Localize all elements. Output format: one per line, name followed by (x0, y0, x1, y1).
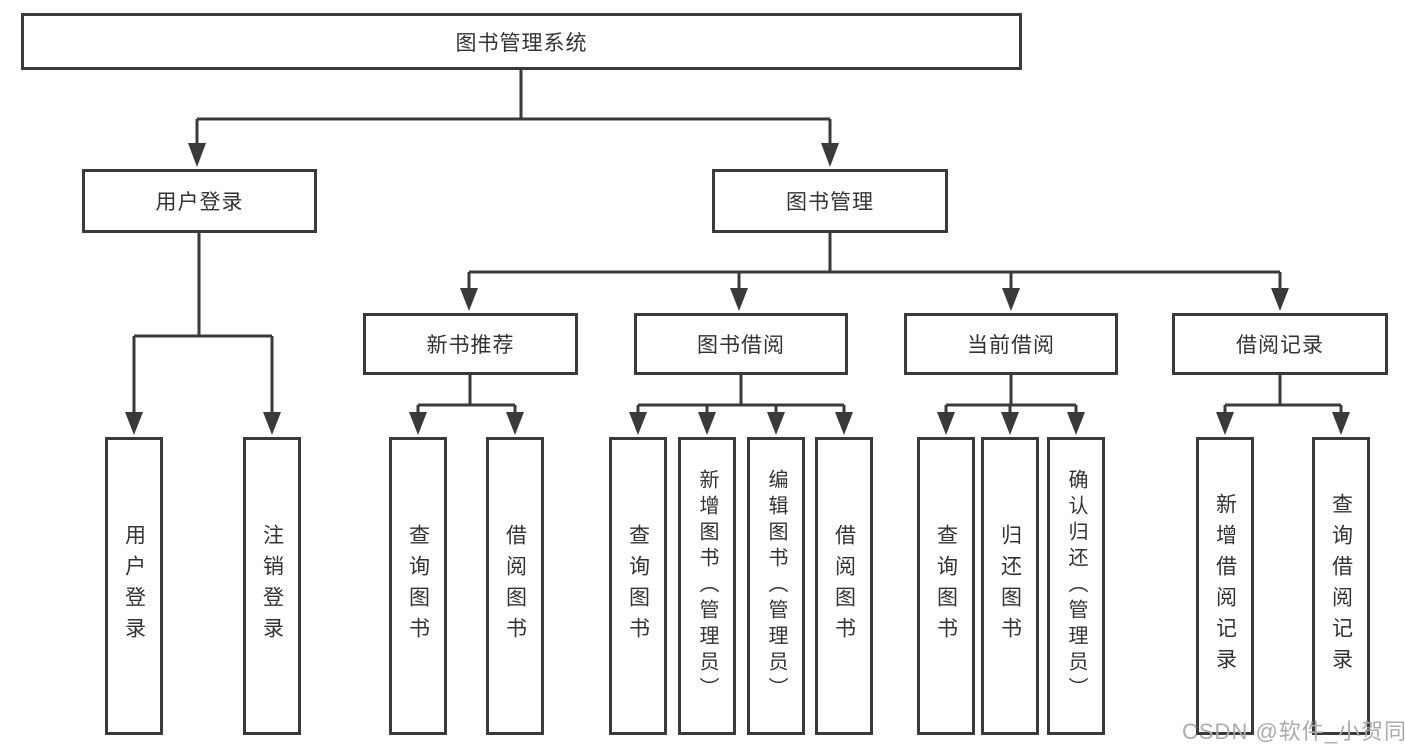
leaf-label: 确认归还（管理员） (1065, 469, 1087, 703)
leaf-user-login: 用户登录 (105, 437, 163, 735)
leaf-query-books-current: 查询图书 (917, 437, 975, 735)
node-book-management: 图书管理 (712, 169, 948, 233)
leaf-label: 查询借阅记录 (1329, 493, 1353, 679)
leaf-label: 新增借阅记录 (1213, 493, 1237, 679)
node-current-borrow: 当前借阅 (904, 313, 1118, 375)
leaf-label: 新增图书（管理员） (696, 469, 718, 703)
leaf-query-books-borrow: 查询图书 (609, 437, 667, 735)
node-book-borrow: 图书借阅 (634, 313, 848, 375)
leaf-label: 注销登录 (260, 524, 284, 648)
node-user-login: 用户登录 (82, 169, 317, 233)
leaf-query-books-recommend: 查询图书 (389, 437, 447, 735)
leaf-logout: 注销登录 (243, 437, 301, 735)
node-borrow-records: 借阅记录 (1172, 313, 1388, 375)
leaf-label: 归还图书 (998, 524, 1022, 648)
leaf-edit-book-admin: 编辑图书（管理员） (747, 437, 805, 735)
node-new-book-recommend: 新书推荐 (363, 313, 578, 375)
csdn-watermark: CSDN @软件_小贺同学 (1182, 719, 1405, 744)
leaf-label: 查询图书 (406, 524, 430, 648)
leaf-return-books: 归还图书 (981, 437, 1039, 735)
leaf-borrow-books-borrow: 借阅图书 (815, 437, 873, 735)
leaf-label: 借阅图书 (832, 524, 856, 648)
leaf-add-borrow-record: 新增借阅记录 (1196, 437, 1254, 735)
leaf-borrow-books-recommend: 借阅图书 (486, 437, 544, 735)
leaf-label: 编辑图书（管理员） (765, 469, 787, 703)
leaf-label: 查询图书 (626, 524, 650, 648)
leaf-label: 用户登录 (122, 524, 146, 648)
leaf-query-borrow-record: 查询借阅记录 (1312, 437, 1370, 735)
leaf-add-book-admin: 新增图书（管理员） (678, 437, 736, 735)
leaf-label: 借阅图书 (503, 524, 527, 648)
leaf-confirm-return-admin: 确认归还（管理员） (1047, 437, 1105, 735)
node-library-management-system: 图书管理系统 (21, 13, 1022, 70)
leaf-label: 查询图书 (934, 524, 958, 648)
